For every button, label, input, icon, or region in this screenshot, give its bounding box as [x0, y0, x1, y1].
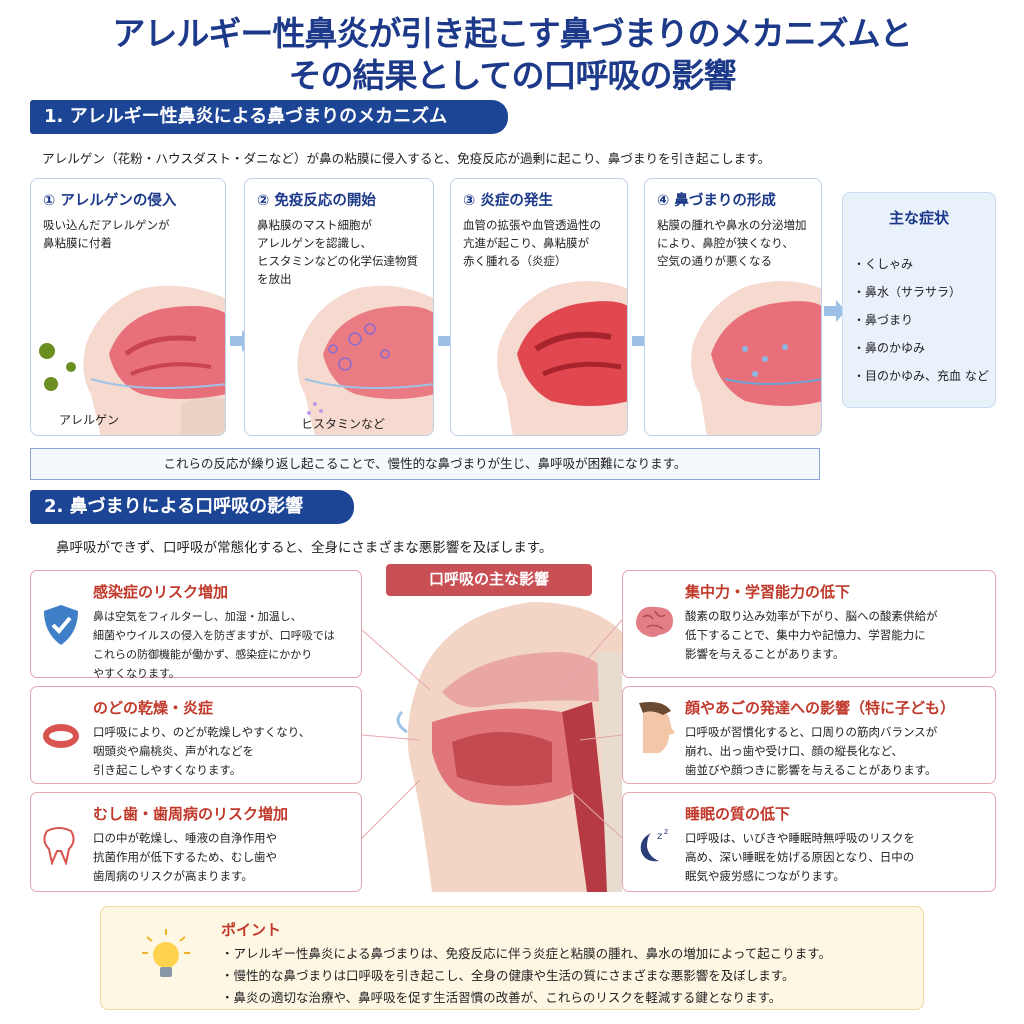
step-title: ④ 鼻づまりの形成 [657, 193, 776, 209]
section2-heading: 2. 鼻づまりによる口呼吸の影響 [30, 490, 354, 524]
step-allergen-entry: ① アレルゲンの侵入 吸い込んだアレルゲンが 鼻粘膜に付着 アレルゲン [30, 178, 226, 436]
shield-check-icon [44, 605, 78, 645]
effect-title: 睡眠の質の低下 [685, 805, 791, 823]
effect-desc: 酸素の取り込み効率が下がり、脳への酸素供給が 低下することで、集中力や記憶力、学… [685, 609, 938, 661]
symptoms-panel: 主な症状 ・くしゃみ ・鼻水（サラサラ） ・鼻づまり ・鼻のかゆみ ・目のかゆみ… [842, 192, 996, 408]
effect-desc: 口の中が乾燥し、唾液の自浄作用や 抗菌作用が低下するため、むし歯や 歯周病のリス… [93, 831, 277, 883]
point-item: ・アレルギー性鼻炎による鼻づまりは、免疫反応に伴う炎症と粘膜の腫れ、鼻水の増加に… [221, 946, 832, 961]
step-desc: 粘膜の腫れや鼻水の分泌増加 により、鼻腔が狭くなり、 空気の通りが悪くなる [657, 218, 807, 268]
point-item: ・慢性的な鼻づまりは口呼吸を引き起こし、全身の健康や生活の質にさまざまな悪影響を… [221, 968, 795, 983]
effect-title: 集中力・学習能力の低下 [685, 583, 851, 601]
effect-infection-risk: 感染症のリスク増加 鼻は空気をフィルターし、加湿・加温し、 細菌やウイルスの侵入… [30, 570, 362, 680]
step-title: ① アレルゲンの侵入 [43, 193, 177, 209]
effect-desc: 口呼吸により、のどが乾燥しやすくなり、 咽頭炎や扁桃炎、声がれなどを 引き起こし… [93, 725, 311, 777]
brain-icon [636, 606, 673, 637]
mouth-icon [43, 724, 79, 748]
effect-desc: 鼻は空気をフィルターし、加湿・加温し、 細菌やウイルスの侵入を防ぎますが、口呼吸… [93, 610, 335, 680]
effect-dental-risk: むし歯・歯周病のリスク増加 口の中が乾燥し、唾液の自浄作用や 抗菌作用が低下する… [30, 792, 362, 892]
point-title: ポイント [221, 921, 282, 939]
step-title: ③ 炎症の発生 [463, 193, 553, 209]
effect-facial-development: 顔やあごの発達への影響（特に子ども） 口呼吸が習慣化すると、口周りの筋肉バランス… [622, 686, 996, 784]
histamine-label: ヒスタミンなど [301, 417, 386, 431]
allergen-label: アレルゲン [59, 413, 120, 427]
moon-sleep-icon: z z [640, 827, 668, 862]
symptom-item: ・くしゃみ [853, 257, 914, 271]
face-profile-icon [639, 702, 675, 753]
page-title-line1: アレルギー性鼻炎が引き起こす鼻づまりのメカニズムと [112, 14, 912, 53]
effect-title: むし歯・歯周病のリスク増加 [93, 805, 289, 823]
symptom-item: ・鼻のかゆみ [853, 341, 926, 355]
step-desc: 血管の拡張や血管透過性の 亢進が起こり、鼻粘膜が 赤く腫れる（炎症） [463, 218, 601, 268]
step-congestion: ④ 鼻づまりの形成 粘膜の腫れや鼻水の分泌増加 により、鼻腔が狭くなり、 空気の… [644, 178, 822, 436]
tooth-icon [43, 827, 75, 865]
symptom-item: ・鼻づまり [853, 313, 914, 327]
lightbulb-icon [142, 929, 190, 977]
effect-throat-dryness: のどの乾燥・炎症 口呼吸により、のどが乾燥しやすくなり、 咽頭炎や扁桃炎、声がれ… [30, 686, 362, 784]
effect-title: 感染症のリスク増加 [93, 583, 229, 601]
effect-desc: 口呼吸は、いびきや睡眠時無呼吸のリスクを 高め、深い睡眠を妨げる原因となり、日中… [685, 831, 915, 883]
effect-desc: 口呼吸が習慣化すると、口周りの筋肉バランスが 崩れ、出っ歯や受け口、顔の縦長化な… [685, 725, 938, 777]
effect-sleep-quality: z z 睡眠の質の低下 口呼吸は、いびきや睡眠時無呼吸のリスクを 高め、深い睡眠… [622, 792, 996, 892]
page-title-line2: その結果としての口呼吸の影響 [288, 56, 736, 95]
center-label: 口呼吸の主な影響 [386, 564, 592, 596]
nasal-cavity-illustration [497, 281, 627, 435]
arrow-right-icon [824, 300, 846, 322]
section2-lead: 鼻呼吸ができず、口呼吸が常態化すると、全身にさまざまな悪影響を及ぼします。 [56, 540, 553, 556]
nasal-cavity-illustration [39, 285, 225, 435]
step-desc: 鼻粘膜のマスト細胞が アレルゲンを認識し、 ヒスタミンなどの化学伝達物質 を放出 [257, 218, 418, 286]
effect-concentration: 集中力・学習能力の低下 酸素の取り込み効率が下がり、脳への酸素供給が 低下するこ… [622, 570, 996, 678]
mechanism-note: これらの反応が繰り返し起こることで、慢性的な鼻づまりが生じ、鼻呼吸が困難になりま… [30, 448, 820, 480]
svg-text:z: z [657, 831, 662, 842]
nasal-cavity-illustration [691, 281, 821, 435]
step-title: ② 免疫反応の開始 [257, 193, 376, 209]
step-desc: 吸い込んだアレルゲンが 鼻粘膜に付着 [43, 218, 170, 250]
symptom-item: ・目のかゆみ、充血 など [853, 369, 989, 383]
effect-title: 顔やあごの発達への影響（特に子ども） [685, 699, 956, 717]
symptoms-title: 主な症状 [888, 209, 949, 227]
nasal-cavity-illustration [297, 285, 433, 435]
effect-title: のどの乾燥・炎症 [93, 699, 214, 717]
section1-lead: アレルゲン（花粉・ハウスダスト・ダニなど）が鼻の粘膜に侵入すると、免疫反応が過剰… [42, 151, 771, 166]
point-box: ポイント ・アレルギー性鼻炎による鼻づまりは、免疫反応に伴う炎症と粘膜の腫れ、鼻… [100, 906, 924, 1010]
point-item: ・鼻炎の適切な治療や、鼻呼吸を促す生活習慣の改善が、これらのリスクを軽減する鍵と… [221, 990, 782, 1005]
section1-heading: 1. アレルギー性鼻炎による鼻づまりのメカニズム [30, 100, 508, 134]
svg-text:z: z [664, 827, 668, 836]
step-inflammation: ③ 炎症の発生 血管の拡張や血管透過性の 亢進が起こり、鼻粘膜が 赤く腫れる（炎… [450, 178, 628, 436]
head-cross-section-illustration [396, 602, 622, 892]
step-immune-response: ② 免疫反応の開始 鼻粘膜のマスト細胞が アレルゲンを認識し、 ヒスタミンなどの… [244, 178, 434, 436]
symptom-item: ・鼻水（サラサラ） [853, 285, 962, 299]
